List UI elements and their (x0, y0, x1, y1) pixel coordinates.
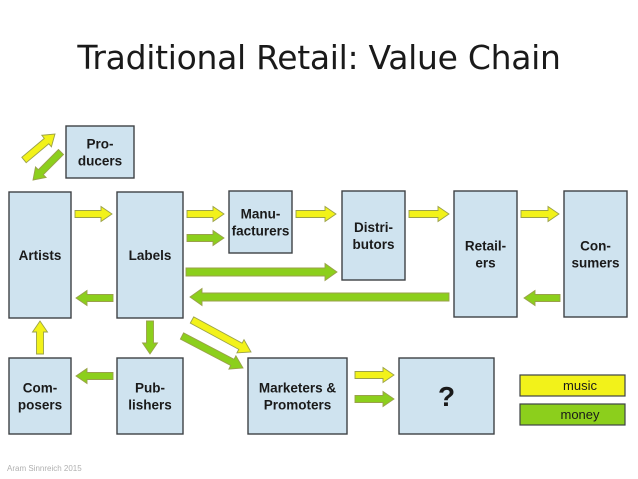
arrow-music-distributors-to-retailers (408, 205, 450, 223)
arrow-money-retailers-to-labels (189, 287, 450, 307)
box-labels-rect (116, 191, 184, 319)
box-producers: Pro-ducers (65, 125, 135, 179)
arrow-money-labels-to-distributors (185, 262, 338, 282)
box-manufacturers-label-1: Manu- (241, 207, 281, 222)
arrow-music-retailers-to-consumers (520, 205, 560, 223)
box-labels: Labels (116, 191, 184, 319)
arrow-music-marketers-to-unknown (354, 366, 395, 384)
box-distributors: Distri-butors (341, 190, 406, 281)
box-marketers-label-1: Marketers & (259, 381, 337, 396)
box-artists-rect (8, 191, 72, 319)
box-manufacturers-label-2: facturers (232, 224, 290, 239)
arrow-music-composers-to-artists (31, 320, 49, 355)
arrow-money-marketers-to-unknown (354, 390, 395, 408)
box-composers-rect (8, 357, 72, 435)
box-producers-rect (65, 125, 135, 179)
box-unknown: ? (398, 357, 495, 435)
box-manufacturers-rect (228, 190, 293, 254)
box-composers-label-1: Com- (23, 381, 58, 396)
arrow-music-artists-to-producers (21, 133, 56, 164)
arrow-money-labels-to-marketers (179, 332, 244, 370)
box-producers-label-2: ducers (78, 154, 122, 169)
box-consumers-rect (563, 190, 628, 318)
box-consumers-label-2: sumers (571, 256, 619, 271)
footer-credit: Aram Sinnreich 2015 (7, 464, 82, 473)
arrow-music-manufacturers-to-distributors (295, 205, 337, 223)
box-retailers-label-1: Retail- (465, 239, 506, 254)
slide-title: Traditional Retail: Value Chain (77, 38, 561, 77)
box-consumers-label-1: Con- (580, 239, 611, 254)
box-publishers-rect (116, 357, 184, 435)
box-retailers: Retail-ers (453, 190, 518, 318)
box-marketers: Marketers & Promoters (247, 357, 348, 435)
arrow-music-labels-to-manufacturers (186, 205, 225, 223)
arrow-money-producers-to-artists (32, 148, 65, 181)
arrow-money-labels-to-publishers (141, 320, 159, 355)
legend-item-money: money (519, 403, 626, 426)
flow-arrows (21, 133, 561, 408)
box-artists-label-1: Artists (19, 248, 62, 263)
legend-label-money: money (560, 407, 600, 422)
arrow-music-artists-to-labels (74, 205, 113, 223)
box-distributors-label-1: Distri- (354, 220, 393, 235)
box-publishers-label-1: Pub- (135, 381, 165, 396)
arrow-money-labels-to-manufacturers (186, 229, 225, 247)
box-marketers-label-2: Promoters (264, 398, 332, 413)
arrow-money-publishers-to-composers (75, 367, 114, 385)
box-artists: Artists (8, 191, 72, 319)
box-producers-label-1: Pro- (87, 137, 114, 152)
arrow-money-labels-to-artists (75, 289, 114, 307)
box-publishers: Pub-lishers (116, 357, 184, 435)
legend-swatch-money (519, 403, 626, 426)
box-marketers-rect (247, 357, 348, 435)
legend-item-music: music (519, 374, 626, 397)
box-retailers-label-2: ers (475, 256, 495, 271)
box-composers: Com-posers (8, 357, 72, 435)
box-labels-label-1: Labels (129, 248, 172, 263)
box-distributors-label-2: butors (353, 237, 395, 252)
box-publishers-label-2: lishers (128, 398, 172, 413)
box-composers-label-2: posers (18, 398, 62, 413)
arrow-money-consumers-to-retailers (523, 289, 561, 307)
legend-label-music: music (563, 378, 597, 393)
box-retailers-rect (453, 190, 518, 318)
legend: music money (519, 374, 626, 426)
arrow-music-labels-to-marketers (189, 316, 252, 354)
legend-swatch-music (519, 374, 626, 397)
box-unknown-rect (398, 357, 495, 435)
box-consumers: Con-sumers (563, 190, 628, 318)
box-unknown-label: ? (438, 381, 455, 412)
box-distributors-rect (341, 190, 406, 281)
box-manufacturers: Manu-facturers (228, 190, 293, 254)
